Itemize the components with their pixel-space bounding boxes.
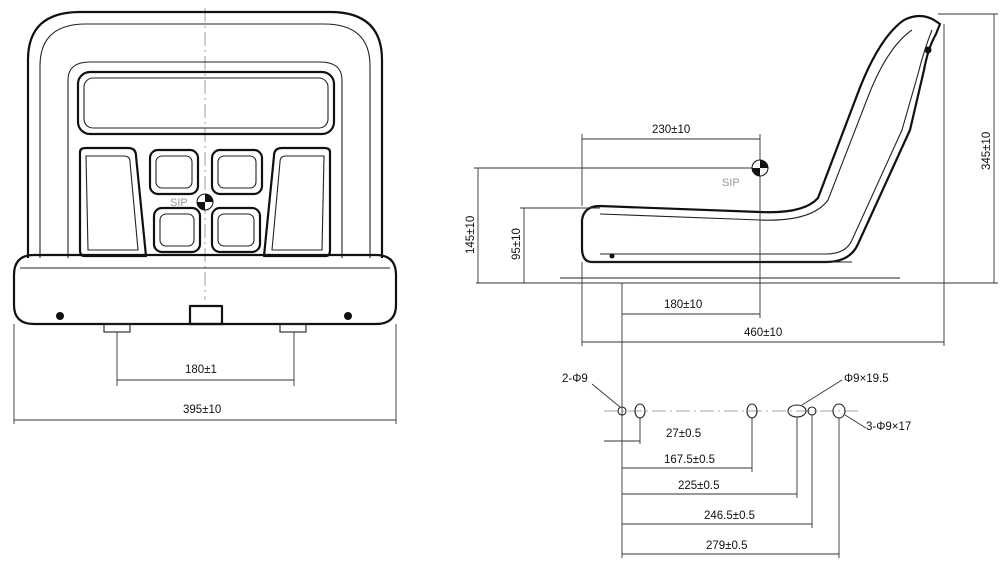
dim-front-sip-label: 180±10 (664, 299, 702, 311)
backrest-outer (26, 10, 384, 258)
mounting-stud-right (279, 323, 307, 333)
seat-side-bolt-back-icon (924, 46, 932, 54)
dim-1675-label: 167.5±0.5 (664, 454, 715, 466)
hole-left-leader (591, 383, 621, 408)
dim-sip-h-label: 230±10 (652, 124, 690, 136)
sip-marker-side-icon (751, 159, 769, 177)
center-pad-br-inner (217, 213, 255, 247)
front-view: SIP 180±1 395±10 (12, 8, 398, 424)
seat-bolt-left-icon (56, 312, 64, 320)
dim-seat-v-label: 95±10 (511, 228, 523, 260)
center-pad-tl-inner (155, 155, 193, 189)
dim-sip-v-label: 145±10 (465, 216, 477, 254)
backrest-left-pad-inner (85, 155, 139, 251)
sip-label-side: SIP (722, 177, 740, 189)
dim-2465-label: 246.5±0.5 (704, 510, 755, 522)
dim-225-label: 225±0.5 (678, 480, 720, 492)
dim-bolt-spacing-label: 180±1 (185, 364, 217, 376)
hole-right-leader (844, 414, 867, 429)
center-pad-bl-inner (159, 213, 195, 247)
dim-27-label: 27±0.5 (666, 428, 701, 440)
dim-depth-label: 460±10 (744, 327, 782, 339)
dim-279-label: 279±0.5 (706, 540, 748, 552)
dim-back-v-label: 345±10 (981, 132, 993, 170)
center-pad-tr (210, 148, 264, 196)
hole-slot-leader (801, 379, 843, 406)
side-view: SIP 230±10 145±10 95±10 345±10 180±10 46… (465, 13, 998, 416)
backrest-inner (39, 23, 371, 258)
front-center-tab (188, 304, 224, 326)
seat-side-bolt-front-icon (609, 253, 615, 259)
seat-bolt-right-icon (344, 312, 352, 320)
center-pad-br (210, 206, 262, 254)
backrest-right-pad (262, 146, 332, 258)
hole-label-slot: Φ9×19.5 (844, 373, 889, 385)
center-pad-tl (148, 148, 200, 196)
hole-pattern: 2-Φ9 Φ9×19.5 3-Φ9×17 27±0.5 167.5±0.5 22… (562, 373, 911, 558)
hole-left-small (617, 406, 627, 416)
backrest-left-pad (78, 146, 148, 258)
backrest-top-panel (76, 70, 336, 136)
hole-label-right: 3-Φ9×17 (866, 421, 911, 433)
center-pad-tr-inner (217, 155, 257, 189)
dim-width-label: 395±10 (183, 404, 221, 416)
seat-side-profile (580, 14, 942, 264)
sip-label-front: SIP (170, 197, 188, 209)
seat-cushion (12, 253, 398, 326)
seat-side-inner-top (599, 29, 913, 221)
center-pad-bl (152, 206, 202, 254)
sip-marker-front-icon (196, 193, 214, 211)
backrest-right-pad-inner (271, 155, 325, 251)
backrest-panel-frame (67, 61, 343, 258)
mounting-stud-left (103, 323, 131, 333)
seat-side-inner-back (600, 29, 933, 255)
backrest-top-panel-inner (83, 77, 329, 129)
hole-label-left: 2-Φ9 (562, 373, 588, 385)
